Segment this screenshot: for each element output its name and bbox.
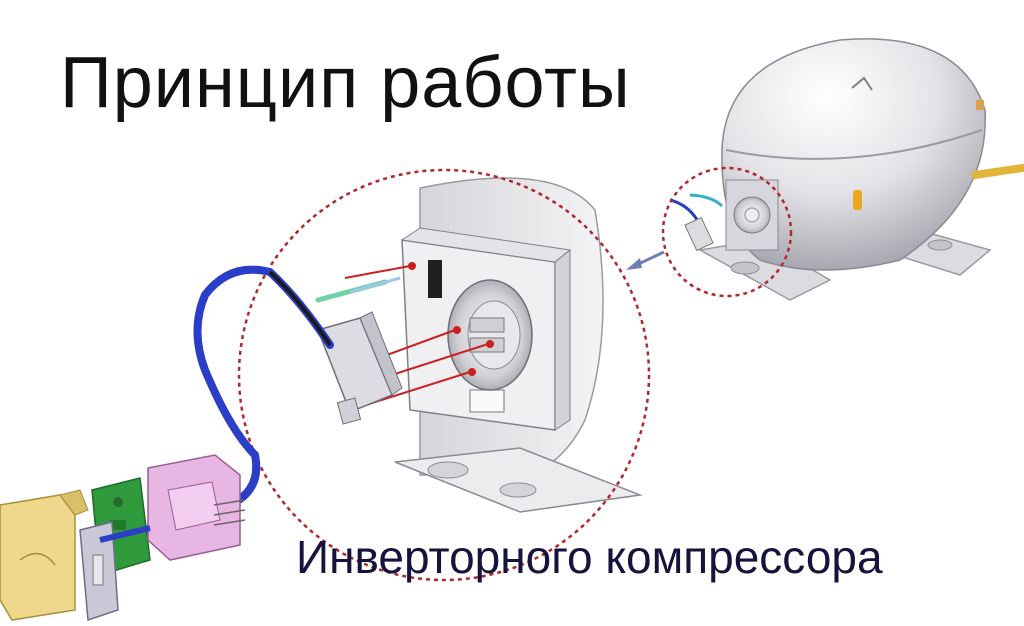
suction-port — [853, 190, 862, 210]
title-line-1: Принцип работы — [60, 43, 631, 123]
shell-mark — [851, 76, 873, 91]
compressor-shell — [721, 38, 986, 271]
small-connector — [684, 216, 714, 252]
terminal-bracket — [428, 260, 442, 298]
heatsink — [0, 494, 76, 621]
small-callout-circle — [661, 166, 793, 298]
discharge-tube — [971, 164, 1024, 179]
inverter-board-icon — [0, 454, 246, 622]
magnified-view — [237, 168, 651, 582]
magnify-callout-icon — [237, 168, 651, 582]
compressor-seam — [725, 129, 983, 160]
title-line-2: Инверторного компрессора — [296, 531, 883, 583]
service-tube — [976, 100, 984, 110]
compressor — [626, 38, 1024, 301]
